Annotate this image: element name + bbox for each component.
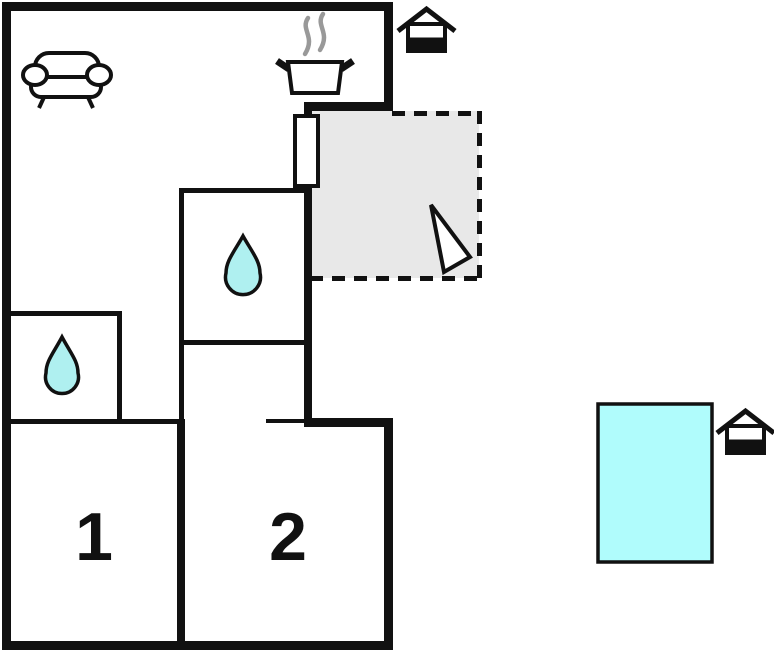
wall-room2-door-ledge (266, 419, 308, 423)
sofa-icon (21, 51, 113, 109)
wall-bathroom2-top (2, 311, 122, 316)
wall-bathroom-bottom (179, 340, 309, 345)
water-drop-icon (43, 333, 81, 396)
wall-right-lower (384, 418, 393, 650)
cooking-pot-icon (275, 11, 355, 95)
terrace-dashed-border (310, 111, 482, 281)
steam-line (302, 15, 312, 57)
wall-left (2, 2, 11, 650)
north-arrow-icon (429, 203, 473, 276)
swimming-pool (596, 402, 714, 564)
wall-kitchen-terrace (304, 102, 393, 111)
wall-bathroom-top (179, 188, 309, 193)
wall-bathroom-left (179, 188, 184, 423)
wall-right-upper (384, 2, 393, 111)
wall-room-divider (177, 419, 185, 650)
wall-bottom (2, 641, 393, 650)
water-drop-icon (223, 232, 263, 297)
wall-mid-vertical (304, 102, 312, 427)
window (293, 114, 320, 188)
wall-room1-top (2, 419, 181, 424)
wall-top (2, 2, 393, 11)
room-2-label: 2 (269, 499, 307, 575)
house-entrance-icon (396, 5, 457, 53)
room-1-label: 1 (75, 499, 113, 575)
house-entrance-icon (715, 407, 774, 455)
wall-room2-top (304, 418, 393, 427)
wall-bathroom2-right (117, 311, 122, 424)
steam-line (317, 11, 327, 53)
